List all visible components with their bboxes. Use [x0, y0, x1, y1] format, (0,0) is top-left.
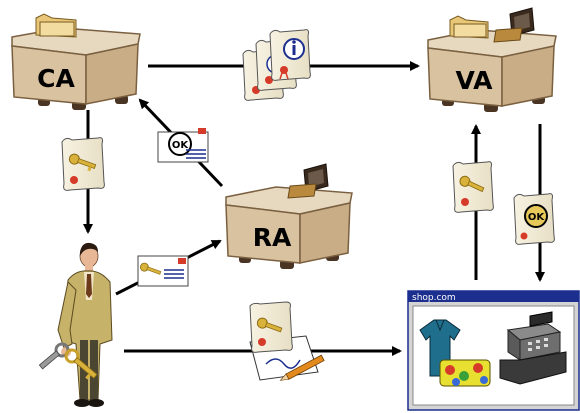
certificate-info-icon: [242, 29, 311, 101]
va-label: VA: [456, 66, 494, 95]
cash-register-icon: [499, 311, 567, 385]
shop-title: shop.com: [412, 293, 456, 303]
certificate-key-icon: [61, 137, 105, 191]
keys-icon: [38, 342, 98, 380]
monitor-icon: [493, 7, 535, 43]
certificate-ok-icon: OK: [513, 193, 555, 245]
ca-desk: CA: [11, 13, 141, 110]
certificate-key-icon: [452, 161, 494, 213]
envelope-ok-icon: OK: [157, 128, 209, 163]
va-desk: VA: [427, 7, 557, 112]
ra-label: RA: [253, 223, 292, 252]
ra-desk: RA: [225, 163, 353, 269]
shop-titlebar: [408, 291, 579, 302]
envelope-key-icon: [137, 255, 189, 287]
clothes-icon: [419, 319, 491, 387]
svg-text:OK: OK: [528, 212, 546, 223]
person-icon: [57, 242, 113, 407]
ca-label: CA: [37, 64, 75, 93]
shop-window[interactable]: shop.com: [407, 290, 580, 411]
signed-document-icon: [249, 301, 325, 381]
folder-icon: [35, 13, 77, 38]
monitor-icon: [287, 163, 329, 199]
folder-icon: [449, 15, 489, 39]
svg-text:OK: OK: [172, 140, 190, 151]
